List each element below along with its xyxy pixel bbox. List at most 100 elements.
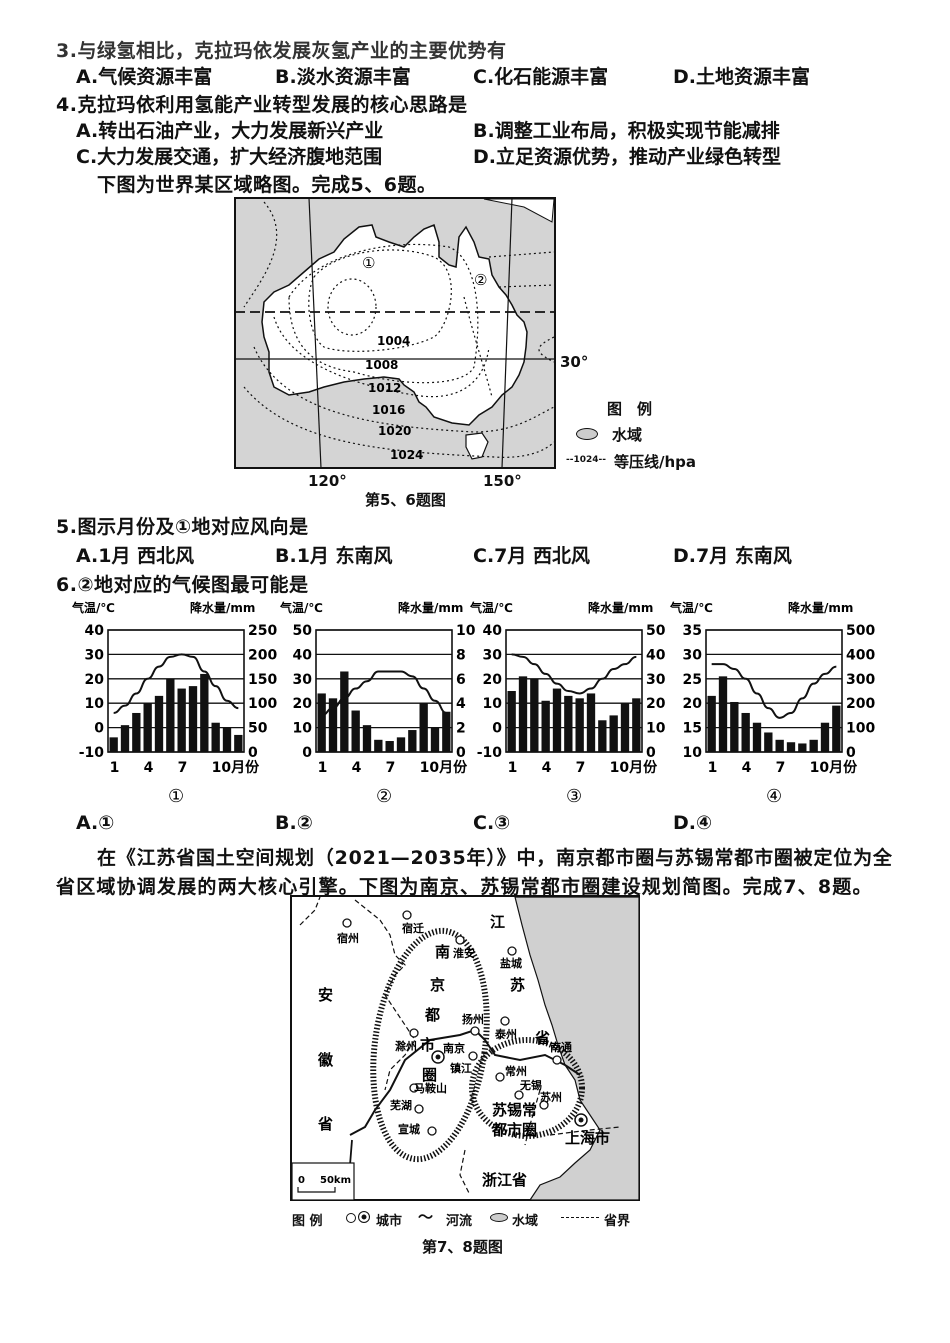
svg-text:气温/℃: 气温/℃ xyxy=(279,600,323,615)
svg-text:4: 4 xyxy=(144,760,154,776)
city-xuancheng: 宣城 xyxy=(398,1122,420,1136)
svg-text:-10: -10 xyxy=(79,745,105,761)
svg-text:40: 40 xyxy=(483,623,503,639)
q3-option-b[interactable]: B.淡水资源丰富 xyxy=(275,66,411,88)
svg-text:40: 40 xyxy=(293,647,313,663)
svg-text:市: 市 xyxy=(420,1036,435,1054)
svg-text:150: 150 xyxy=(248,672,277,688)
border-legend-icon xyxy=(561,1217,599,1218)
q3-option-d[interactable]: D.土地资源丰富 xyxy=(673,66,810,88)
q4-option-a[interactable]: A.转出石油产业，大力发展新兴产业 xyxy=(76,120,384,142)
svg-text:4: 4 xyxy=(352,760,362,776)
city-nanjing: 南京 xyxy=(443,1041,465,1055)
q6-option-a[interactable]: A.① xyxy=(76,812,115,834)
city-suzhou-anhui: 宿州 xyxy=(337,931,359,945)
city-nantong: 南通 xyxy=(550,1040,572,1054)
q5-option-a[interactable]: A.1月 西北风 xyxy=(76,545,195,567)
svg-text:500: 500 xyxy=(846,623,875,639)
svg-text:10月份: 10月份 xyxy=(212,759,260,776)
city-legend-icon xyxy=(346,1213,356,1223)
city-taizhou: 泰州 xyxy=(494,1027,517,1041)
q4-option-b[interactable]: B.调整工业布局，积极实现节能减排 xyxy=(473,120,780,142)
svg-text:20: 20 xyxy=(683,696,703,712)
svg-text:气温/℃: 气温/℃ xyxy=(469,600,513,615)
svg-text:③: ③ xyxy=(566,786,582,807)
svg-text:降水量/mm: 降水量/mm xyxy=(398,600,463,615)
water-legend-icon xyxy=(576,428,598,440)
jiangsu-map: 0 50km 宿迁 宿州 淮安 盐 xyxy=(290,895,640,1201)
svg-text:降水量/mm: 降水量/mm xyxy=(190,600,255,615)
city-wuxi: 无锡 xyxy=(519,1078,542,1092)
svg-text:400: 400 xyxy=(846,647,875,663)
intro-5-6: 下图为世界某区域略图。完成5、6题。 xyxy=(97,174,437,196)
svg-text:50: 50 xyxy=(248,721,268,737)
q3-option-a[interactable]: A.气候资源丰富 xyxy=(76,66,213,88)
isobar-label-1012: 1012 xyxy=(368,381,401,395)
svg-text:0: 0 xyxy=(302,745,312,761)
svg-text:300: 300 xyxy=(846,672,875,688)
isobar-label-1016: 1016 xyxy=(372,403,405,417)
svg-text:1: 1 xyxy=(708,760,718,776)
map2-legend-border: 省界 xyxy=(604,1214,631,1229)
q6-option-c[interactable]: C.③ xyxy=(473,812,511,834)
svg-text:7: 7 xyxy=(776,760,786,776)
marker-1: ① xyxy=(362,254,375,272)
svg-text:京: 京 xyxy=(430,976,445,994)
svg-text:0: 0 xyxy=(492,721,502,737)
lon-150-label: 150° xyxy=(483,472,522,490)
svg-text:降水量/mm: 降水量/mm xyxy=(588,600,653,615)
australia-map-graphic: 1004 1008 1012 1016 1020 1024 ① ② xyxy=(234,197,556,469)
city-yancheng: 盐城 xyxy=(500,956,522,970)
svg-text:省: 省 xyxy=(317,1115,333,1133)
q5-option-b[interactable]: B.1月 东南风 xyxy=(275,545,393,567)
svg-text:20: 20 xyxy=(293,696,313,712)
city-huaian: 淮安 xyxy=(453,946,475,960)
svg-text:20: 20 xyxy=(483,672,503,688)
q4-option-c[interactable]: C.大力发展交通，扩大经济腹地范围 xyxy=(76,146,383,168)
isobar-label-1008: 1008 xyxy=(365,358,398,372)
water-legend-icon-2 xyxy=(490,1213,508,1222)
svg-text:30: 30 xyxy=(646,672,666,688)
svg-text:7: 7 xyxy=(178,760,188,776)
q6-option-b[interactable]: B.② xyxy=(275,812,313,834)
q5-option-d[interactable]: D.7月 东南风 xyxy=(673,545,792,567)
svg-text:100: 100 xyxy=(846,721,875,737)
svg-text:10: 10 xyxy=(456,623,476,639)
svg-text:④: ④ xyxy=(766,786,782,807)
svg-text:浙江省: 浙江省 xyxy=(482,1171,527,1189)
map2-caption: 第7、8题图 xyxy=(422,1238,503,1256)
q3-option-c[interactable]: C.化石能源丰富 xyxy=(473,66,609,88)
svg-text:35: 35 xyxy=(683,623,702,639)
svg-text:200: 200 xyxy=(846,696,875,712)
lat-30-label: 30° xyxy=(560,353,589,371)
city-changzhou: 常州 xyxy=(505,1064,527,1078)
svg-text:10: 10 xyxy=(293,721,313,737)
map1-caption: 第5、6题图 xyxy=(365,491,446,509)
svg-text:30: 30 xyxy=(683,647,703,663)
q6-option-d[interactable]: D.④ xyxy=(673,812,713,834)
marker-2: ② xyxy=(474,271,487,289)
svg-text:1: 1 xyxy=(318,760,328,776)
svg-text:10: 10 xyxy=(646,721,666,737)
q4-option-d[interactable]: D.立足资源优势，推动产业绿色转型 xyxy=(473,146,781,168)
svg-text:20: 20 xyxy=(646,696,666,712)
svg-text:30: 30 xyxy=(483,647,503,663)
map1-legend-title: 图 例 xyxy=(607,400,653,418)
svg-text:10: 10 xyxy=(683,745,703,761)
svg-text:气温/℃: 气温/℃ xyxy=(71,600,115,615)
city-suzhou: 苏州 xyxy=(540,1090,562,1104)
svg-text:江: 江 xyxy=(490,913,505,931)
isobar-label-1024: 1024 xyxy=(390,448,423,462)
q5-option-c[interactable]: C.7月 西北风 xyxy=(473,545,590,567)
svg-text:气温/℃: 气温/℃ xyxy=(669,600,713,615)
svg-text:4: 4 xyxy=(542,760,552,776)
map1-legend-isobar: 等压线/hpa xyxy=(614,453,697,471)
city-maanshan: 马鞍山 xyxy=(414,1081,447,1095)
svg-text:2: 2 xyxy=(456,721,466,737)
svg-text:0: 0 xyxy=(248,745,258,761)
svg-text:省: 省 xyxy=(534,1029,550,1047)
map1-legend-water: 水域 xyxy=(612,426,643,444)
